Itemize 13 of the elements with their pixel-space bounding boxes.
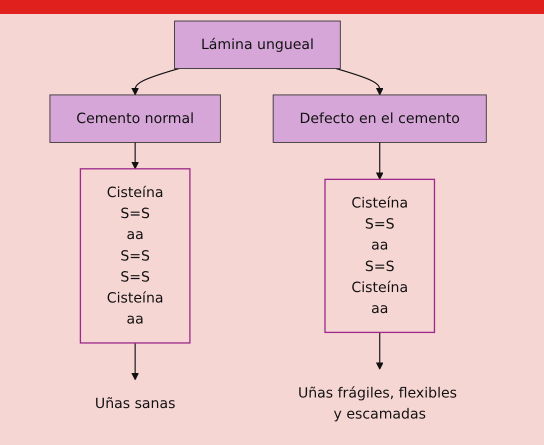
arrow [376, 332, 384, 370]
arrow [376, 142, 384, 180]
node-box: Cisteína S=S aa S=S S=S Cisteína aa [80, 168, 191, 344]
node-box: Defecto en el cemento [272, 94, 487, 143]
node-box: Cisteína S=S aa S=S Cisteína aa [324, 178, 436, 334]
arrow [131, 342, 140, 380]
node-box: Cemento normal [49, 94, 221, 143]
arrow [336, 68, 384, 96]
arrow [131, 142, 140, 170]
node-text: Uñas sanas [94, 394, 176, 412]
arrow [131, 68, 179, 96]
node-box: Lámina ungueal [174, 20, 341, 69]
node-text: Uñas frágiles, flexibles y escamadas [298, 384, 458, 422]
